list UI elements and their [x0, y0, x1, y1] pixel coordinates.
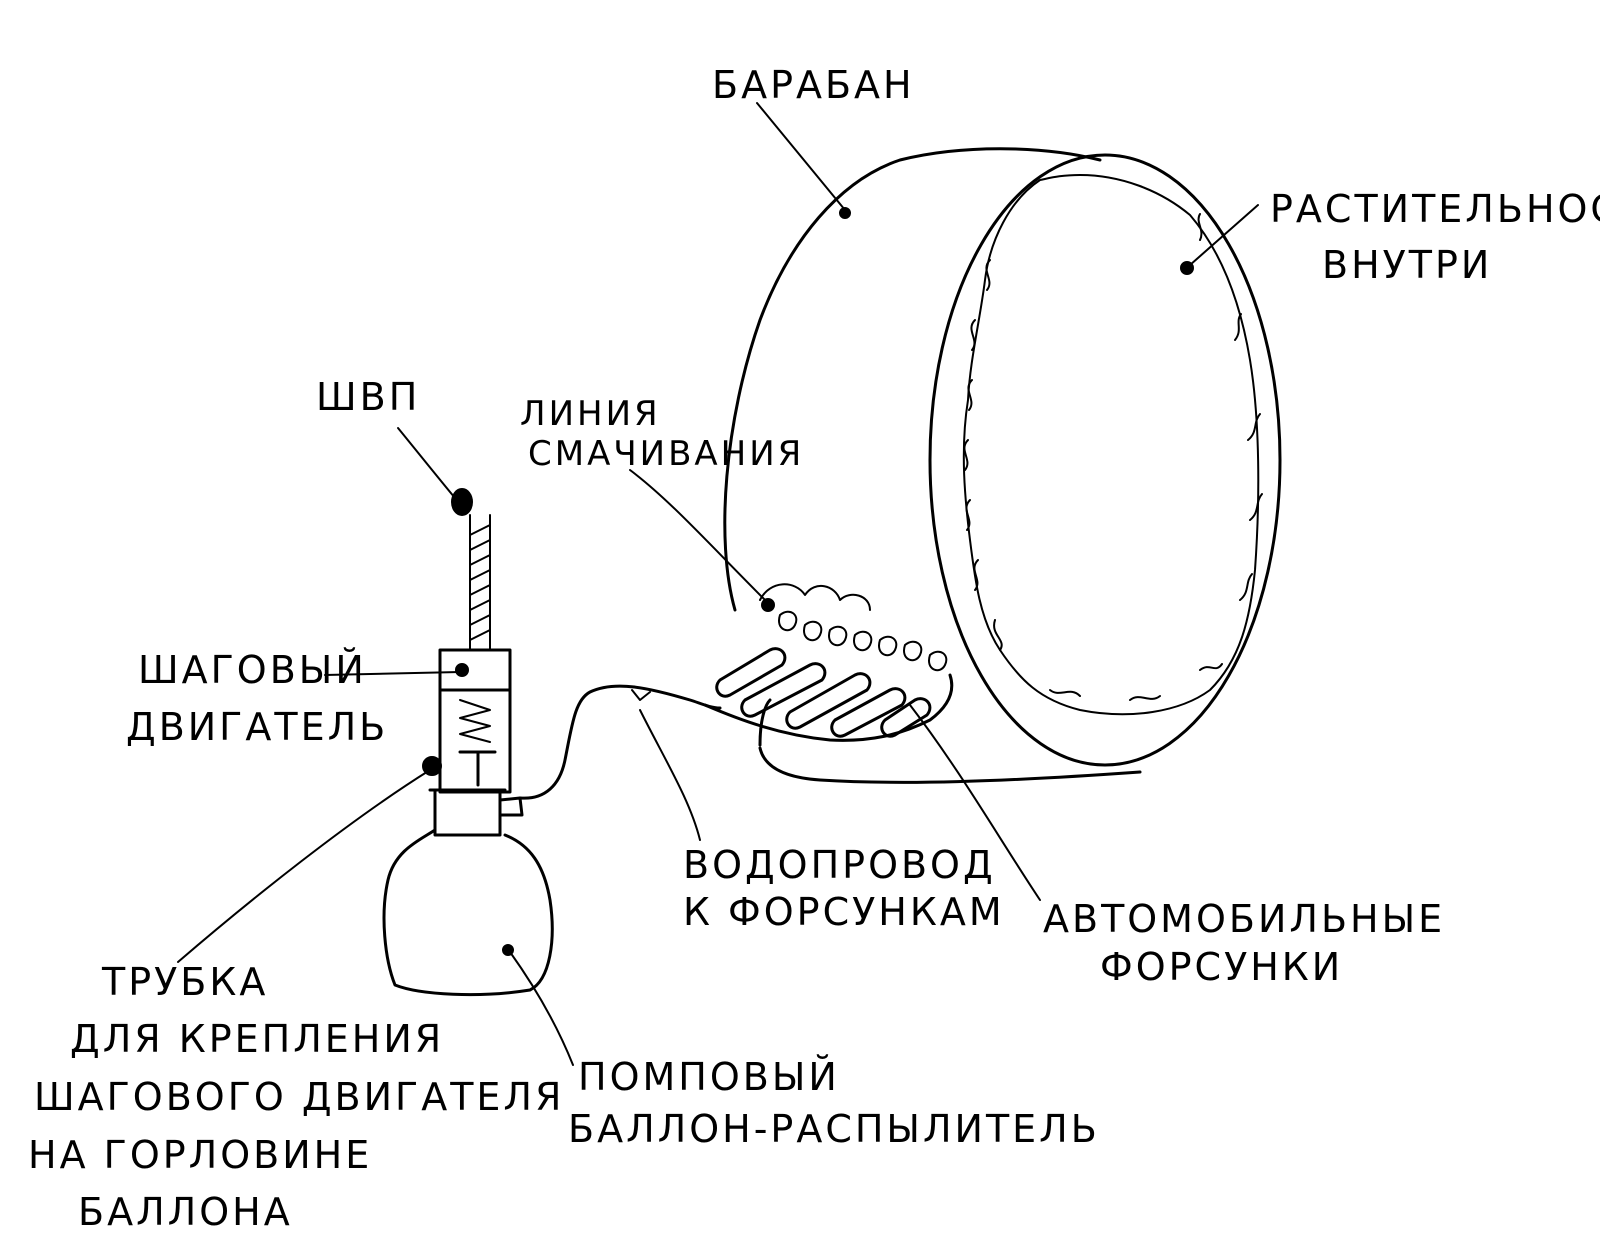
label-water-2: К ФОРСУНКАМ: [683, 890, 1005, 934]
label-tube-4: НА ГОРЛОВИНЕ: [28, 1133, 372, 1177]
leader-drum: [756, 102, 846, 211]
drum-base-line: [758, 698, 772, 747]
stepper-motor-box: [438, 648, 512, 794]
drum-marker: [839, 207, 851, 219]
injector-2: [740, 662, 827, 718]
leader-stepper: [324, 671, 461, 676]
wetting-line-bumps: [759, 583, 871, 611]
drum-vegetation-contour: [962, 174, 1260, 716]
label-tube-2: ДЛЯ КРЕПЛЕНИЯ: [70, 1017, 444, 1061]
leader-injectors: [909, 704, 1041, 901]
label-tube-3: ШАГОВОГО ДВИГАТЕЛЯ: [34, 1075, 564, 1119]
leader-vegetation: [1189, 204, 1259, 266]
bottle-nozzle: [498, 796, 524, 817]
label-injectors-2: ФОРСУНКИ: [1100, 945, 1343, 989]
label-pump-1: ПОМПОВЫЙ: [578, 1055, 840, 1099]
spray-bubbles: [778, 610, 948, 672]
leader-pump: [509, 951, 574, 1066]
label-vegetation-2: ВНУТРИ: [1322, 243, 1492, 287]
label-stepper-1: ШАГОВЫЙ: [138, 648, 367, 692]
stepper-spring: [459, 699, 491, 743]
label-tube-1: ТРУБКА: [101, 960, 268, 1004]
bottle-neck: [428, 788, 507, 837]
stepper-shaft: [458, 750, 497, 787]
drum-vegetation-bumps: [963, 213, 1263, 701]
stepper-assembly: [422, 488, 512, 794]
leader-hvp: [397, 427, 456, 499]
wetting-line-marker: [761, 598, 775, 612]
injectors-cluster: [703, 583, 954, 742]
injector-1: [715, 647, 787, 698]
lead-screw-nut: [451, 488, 473, 516]
label-stepper-2: ДВИГАТЕЛЬ: [126, 705, 388, 749]
water-pipe: [518, 684, 722, 800]
spray-bottle: [382, 788, 554, 997]
label-hvp: ШВП: [316, 375, 420, 419]
injector-4: [830, 687, 907, 738]
label-pump-2: БАЛЛОН-РАСПЫЛИТЕЛЬ: [568, 1107, 1100, 1151]
injector-manifold: [703, 673, 954, 742]
label-injectors-1: АВТОМОБИЛЬНЫЕ: [1043, 897, 1445, 941]
drum-bottom-line: [758, 746, 1142, 784]
leader-wetting: [629, 469, 769, 604]
stepper-marker: [455, 663, 469, 677]
drum-front-opening: [928, 153, 1282, 767]
label-water-1: ВОДОПРОВОД: [683, 843, 996, 887]
injector-3: [785, 672, 872, 730]
leader-water: [639, 709, 701, 841]
bottle-body: [382, 828, 554, 997]
label-wetting-1: ЛИНИЯ: [520, 394, 661, 434]
lead-screw: [469, 514, 491, 651]
water-pipe-arrow: [631, 689, 651, 701]
drum: [723, 147, 1282, 784]
injector-5: [880, 697, 932, 738]
labels: БАРАБАН РАСТИТЕЛЬНОСТЬ ВНУТРИ ШВП ЛИНИЯ …: [28, 63, 1600, 1234]
label-wetting-2: СМАЧИВАНИЯ: [528, 434, 804, 474]
leader-lines: [177, 102, 1259, 1066]
drum-outer-rim: [723, 147, 1102, 612]
leader-tube: [177, 769, 431, 963]
label-tube-5: БАЛЛОНА: [78, 1190, 293, 1234]
label-drum: БАРАБАН: [712, 63, 915, 107]
label-vegetation-1: РАСТИТЕЛЬНОСТЬ: [1270, 187, 1600, 231]
